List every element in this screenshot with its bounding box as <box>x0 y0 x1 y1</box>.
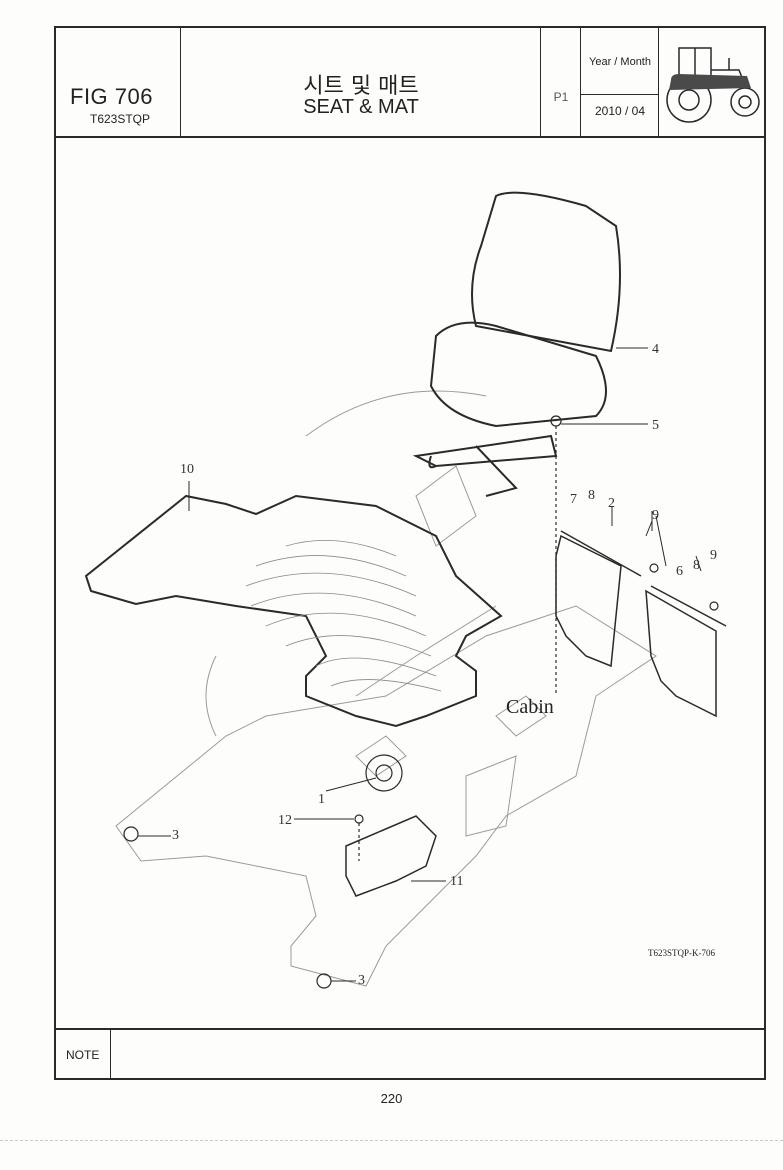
parts-diagram <box>84 191 727 989</box>
callout-4: 4 <box>652 342 659 357</box>
page-cell: P1 <box>541 28 581 136</box>
date-label: Year / Month <box>589 56 651 68</box>
callout-5: 5 <box>652 418 659 433</box>
floor-plate <box>345 815 437 897</box>
date-divider <box>581 94 659 95</box>
callout-10: 10 <box>180 462 194 477</box>
fig-label: FIG 706 <box>70 84 153 109</box>
cabin-label: Cabin <box>506 696 554 718</box>
callout-1: 1 <box>318 792 325 807</box>
callout-8a: 8 <box>588 488 595 503</box>
date-value: 2010 / 04 <box>594 104 646 118</box>
floor-mat <box>84 494 503 728</box>
model-code: T623STQP <box>90 112 151 126</box>
page-ref: P1 <box>553 90 569 104</box>
title-cell: 시트 및 매트 SEAT & MAT <box>181 28 541 136</box>
callout-9b: 9 <box>710 548 717 563</box>
callout-3b: 3 <box>358 973 365 988</box>
note-label-cell: NOTE <box>56 1030 111 1080</box>
callout-11: 11 <box>450 874 464 889</box>
seat <box>412 191 621 497</box>
header: FIG 706 T623STQP 시트 및 매트 SEAT & MAT P1 Y… <box>56 28 764 138</box>
mat-pattern <box>245 539 442 692</box>
tractor-icon <box>666 47 760 123</box>
callout-7: 7 <box>570 492 577 507</box>
leader-lines <box>138 347 702 982</box>
tractor-cell <box>659 28 764 136</box>
title-english: SEAT & MAT <box>303 96 419 118</box>
callout-9a: 9 <box>652 508 659 523</box>
note-label: NOTE <box>66 1048 100 1062</box>
title-korean: 시트 및 매트 <box>303 74 419 99</box>
page-frame: FIG 706 T623STQP 시트 및 매트 SEAT & MAT P1 Y… <box>54 26 766 1080</box>
cabin-floor-outline <box>115 390 657 987</box>
page-number: 220 <box>380 1091 403 1106</box>
callout-6: 6 <box>676 564 683 579</box>
callout-8b: 8 <box>693 558 700 573</box>
fig-cell: FIG 706 T623STQP <box>56 28 181 136</box>
callout-12: 12 <box>278 813 292 828</box>
scan-edge <box>0 1140 783 1141</box>
exploded-view-drawing: 4 5 10 7 8 2 9 6 8 9 1 12 3 11 3 Cabin T… <box>56 136 764 1028</box>
side-covers <box>555 530 727 718</box>
callout-3a: 3 <box>172 828 179 843</box>
callout-2: 2 <box>608 496 615 511</box>
drawing-code: T623STQP-K-706 <box>648 948 715 958</box>
bolts <box>123 415 719 989</box>
note-row: NOTE <box>56 1028 764 1080</box>
date-cell: Year / Month 2010 / 04 <box>581 28 659 136</box>
